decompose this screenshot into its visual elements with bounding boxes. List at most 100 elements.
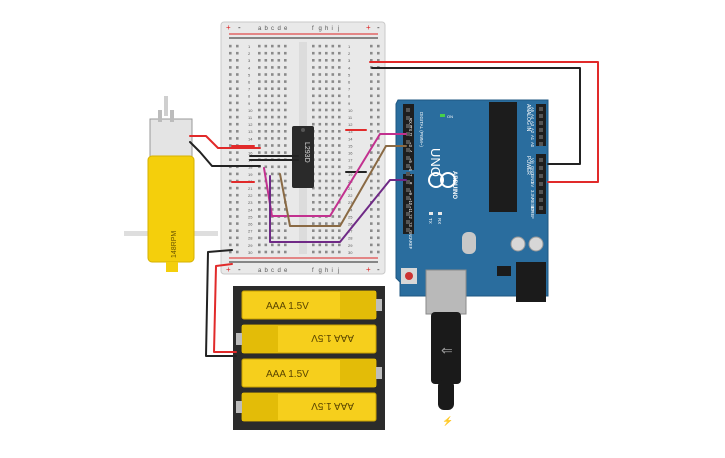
rail-hole[interactable]: [370, 51, 373, 55]
rail-hole[interactable]: [377, 59, 380, 62]
breadboard-hole[interactable]: [318, 229, 322, 232]
breadboard-hole[interactable]: [318, 208, 322, 211]
breadboard-hole[interactable]: [284, 59, 287, 62]
wire-black-gnd[interactable]: [371, 67, 581, 165]
breadboard-hole[interactable]: [338, 137, 341, 140]
breadboard-hole[interactable]: [277, 250, 281, 254]
usb-cable[interactable]: ⇐ ⚡: [431, 312, 461, 427]
breadboard-hole[interactable]: [318, 51, 322, 55]
rail-hole[interactable]: [236, 236, 239, 240]
breadboard-hole[interactable]: [338, 80, 341, 83]
breadboard-hole[interactable]: [331, 73, 335, 76]
breadboard-hole[interactable]: [312, 236, 315, 240]
breadboard-hole[interactable]: [277, 172, 281, 176]
breadboard-hole[interactable]: [312, 44, 315, 48]
breadboard-hole[interactable]: [258, 151, 261, 154]
breadboard-hole[interactable]: [338, 73, 341, 76]
dc-gear-motor[interactable]: 148RPM: [124, 96, 218, 272]
rail-hole[interactable]: [236, 215, 239, 218]
rail-hole[interactable]: [236, 80, 239, 83]
breadboard-hole[interactable]: [325, 94, 328, 98]
breadboard-hole[interactable]: [331, 208, 335, 211]
rail-hole[interactable]: [377, 236, 380, 240]
breadboard-hole[interactable]: [331, 59, 335, 62]
analog-pin-socket[interactable]: [539, 114, 543, 118]
breadboard-hole[interactable]: [284, 151, 287, 154]
rail-hole[interactable]: [377, 179, 380, 183]
rail-hole[interactable]: [377, 222, 380, 225]
digital-pin-socket[interactable]: [406, 228, 410, 232]
breadboard-hole[interactable]: [331, 44, 335, 48]
rail-hole[interactable]: [229, 250, 232, 254]
breadboard-hole[interactable]: [325, 193, 328, 197]
breadboard-hole[interactable]: [258, 236, 261, 240]
breadboard-hole[interactable]: [331, 165, 335, 169]
breadboard-hole[interactable]: [264, 137, 268, 140]
rail-hole[interactable]: [370, 73, 373, 76]
breadboard-hole[interactable]: [284, 66, 287, 69]
breadboard-hole[interactable]: [318, 250, 322, 254]
breadboard-hole[interactable]: [277, 101, 281, 105]
rail-hole[interactable]: [229, 115, 232, 119]
breadboard-hole[interactable]: [318, 179, 322, 183]
breadboard-hole[interactable]: [277, 73, 281, 76]
breadboard-hole[interactable]: [312, 222, 315, 225]
rail-hole[interactable]: [236, 229, 239, 232]
breadboard-hole[interactable]: [284, 44, 287, 48]
breadboard-hole[interactable]: [284, 229, 287, 232]
breadboard-hole[interactable]: [338, 59, 341, 62]
breadboard-hole[interactable]: [271, 51, 274, 55]
rail-hole[interactable]: [377, 208, 380, 211]
breadboard-hole[interactable]: [312, 122, 315, 126]
breadboard-hole[interactable]: [277, 80, 281, 83]
breadboard-hole[interactable]: [318, 151, 322, 154]
breadboard-hole[interactable]: [264, 165, 268, 169]
rail-hole[interactable]: [370, 193, 373, 197]
breadboard-hole[interactable]: [277, 108, 281, 112]
breadboard-hole[interactable]: [277, 44, 281, 48]
breadboard-hole[interactable]: [271, 186, 274, 190]
rail-hole[interactable]: [236, 94, 239, 98]
breadboard-hole[interactable]: [284, 73, 287, 76]
rail-hole[interactable]: [377, 108, 380, 112]
breadboard-hole[interactable]: [325, 229, 328, 232]
breadboard-hole[interactable]: [338, 158, 341, 161]
breadboard-hole[interactable]: [331, 130, 335, 133]
breadboard-hole[interactable]: [325, 44, 328, 48]
breadboard-hole[interactable]: [277, 130, 281, 133]
breadboard-hole[interactable]: [318, 122, 322, 126]
breadboard-hole[interactable]: [338, 172, 341, 176]
rail-hole[interactable]: [236, 59, 239, 62]
breadboard-hole[interactable]: [258, 59, 261, 62]
breadboard-hole[interactable]: [258, 243, 261, 247]
digital-pin-socket[interactable]: [406, 180, 410, 184]
power-pin-socket[interactable]: [539, 190, 543, 194]
breadboard-hole[interactable]: [338, 165, 341, 169]
breadboard-hole[interactable]: [277, 66, 281, 69]
breadboard-hole[interactable]: [338, 222, 341, 225]
rail-hole[interactable]: [377, 115, 380, 119]
rail-hole[interactable]: [370, 208, 373, 211]
rail-hole[interactable]: [236, 222, 239, 225]
breadboard-hole[interactable]: [325, 59, 328, 62]
rail-hole[interactable]: [236, 130, 239, 133]
rail-hole[interactable]: [370, 172, 373, 176]
breadboard-hole[interactable]: [318, 115, 322, 119]
breadboard-hole[interactable]: [312, 51, 315, 55]
breadboard-hole[interactable]: [258, 101, 261, 105]
breadboard-hole[interactable]: [284, 94, 287, 98]
rail-hole[interactable]: [229, 73, 232, 76]
breadboard-hole[interactable]: [318, 158, 322, 161]
rail-hole[interactable]: [377, 151, 380, 154]
breadboard-hole[interactable]: [331, 250, 335, 254]
breadboard-hole[interactable]: [264, 66, 268, 69]
breadboard-hole[interactable]: [284, 144, 287, 147]
rail-hole[interactable]: [229, 66, 232, 69]
breadboard-hole[interactable]: [264, 250, 268, 254]
rail-hole[interactable]: [370, 250, 373, 254]
rail-hole[interactable]: [370, 80, 373, 83]
breadboard-hole[interactable]: [325, 172, 328, 176]
breadboard-hole[interactable]: [318, 66, 322, 69]
breadboard-hole[interactable]: [312, 101, 315, 105]
rail-hole[interactable]: [370, 122, 373, 126]
